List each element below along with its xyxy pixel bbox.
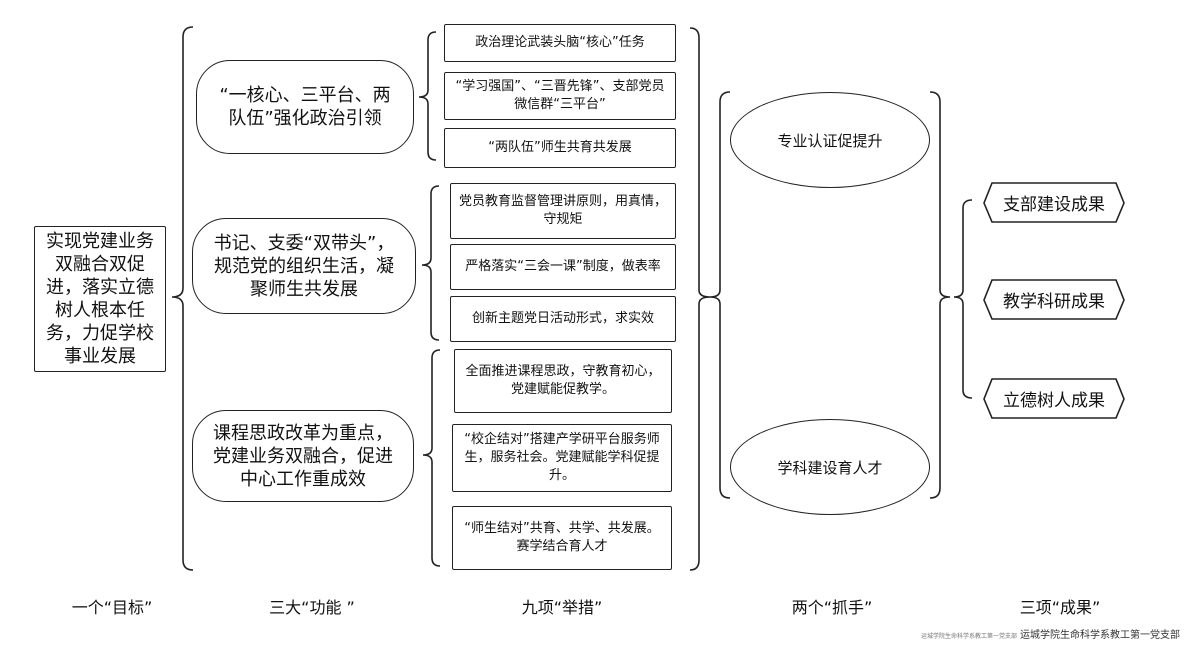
brace-results-left [953,199,973,399]
brace-grips-left [709,91,731,499]
result-shape-2 [983,279,1125,320]
result-text-3: 立德树人成果 [1003,391,1105,411]
footer-small-text: 运城学院生命科学系教工第一党支部 [920,633,1017,640]
result-shape-3 [983,378,1125,419]
column-header-measures: 九项“举措” [521,598,603,617]
column-header-results: 三项“成果” [1019,598,1101,617]
function-text-3: 课程思政改革为重点，党建业务双融合，促进中心工作重成效 [213,422,393,490]
brace-goal-to-functions [171,26,194,571]
function-box-1: “一核心、三平台、两队伍”强化政治引领 [196,60,414,154]
grip-text-2: 学科建设育人才 [777,458,883,477]
measure-text-9: “师生结对”共育、共学、共发展。赛学结合育人才 [464,521,660,554]
column-header-goal: 一个“目标” [71,598,153,617]
measure-text-2: “学习强国”、“三晋先锋”、支部党员微信群“三平台” [455,79,665,112]
measure-box-3: “两队伍”师生共育共发展 [444,128,676,168]
measure-text-5: 严格落实“三会一课”制度，做表率 [465,259,661,274]
function-box-2: 书记、支委“双带头”，规范党的组织生活，凝聚师生共发展 [192,218,416,314]
goal-text: 实现党建业务双融合双促进，落实立德树人根本任务，力促学校事业发展 [46,231,154,367]
measure-box-2: “学习强国”、“三晋先锋”、支部党员微信群“三平台” [444,72,676,120]
measure-box-4: 党员教育监督管理讲原则，用真情，守规矩 [450,183,676,239]
column-header-grips: 两个“抓手” [791,598,873,617]
measure-box-1: 政治理论武装头脑“核心”任务 [444,24,676,62]
result-label-1: 支部建设成果 [986,183,1122,222]
measure-text-8: “校企结对”搭建产学研平台服务师生，服务社会。党建赋能学科促提升。 [464,432,660,483]
measure-box-5: 严格落实“三会一课”制度，做表率 [450,244,676,290]
measure-box-6: 创新主题党日活动形式，求实效 [450,296,676,342]
result-label-2: 教学科研成果 [986,280,1122,319]
function-text-1: “一核心、三平台、两队伍”强化政治引领 [219,85,391,129]
result-shape-1 [983,182,1125,223]
goal-box: 实现党建业务双融合双促进，落实立德树人根本任务，力促学校事业发展 [34,226,166,372]
function-text-2: 书记、支委“双带头”，规范党的组织生活，凝聚师生共发展 [213,232,395,300]
function-box-3: 课程思政改革为重点，党建业务双融合，促进中心工作重成效 [192,410,414,502]
footer-signature: 运城学院生命科学系教工第一党支部运城学院生命科学系教工第一党支部 [921,626,1180,641]
grip-oval-1: 专业认证促提升 [730,92,930,188]
measure-text-4: 党员教育监督管理讲原则，用真情，守规矩 [459,194,668,227]
measure-box-9: “师生结对”共育、共学、共发展。赛学结合育人才 [452,506,672,570]
measure-box-7: 全面推进课程思政，守教育初心，党建赋能促教学。 [454,349,672,413]
brace-grips-to-results [929,91,951,499]
brace-function-2 [421,185,440,341]
measure-text-1: 政治理论武装头脑“核心”任务 [475,35,645,50]
measure-text-7: 全面推进课程思政，守教育初心，党建赋能促教学。 [465,364,661,397]
measure-box-8: “校企结对”搭建产学研平台服务师生，服务社会。党建赋能学科促提升。 [452,424,672,492]
result-text-2: 教学科研成果 [1003,292,1105,312]
measure-text-6: 创新主题党日活动形式，求实效 [471,311,654,326]
grip-oval-2: 学科建设育人才 [730,419,930,515]
footer-text: 运城学院生命科学系教工第一党支部 [1020,630,1180,641]
result-label-3: 立德树人成果 [986,379,1122,418]
grip-text-1: 专业认证促提升 [777,131,883,150]
measure-text-3: “两队伍”师生共育共发展 [488,140,632,155]
result-text-1: 支部建设成果 [1003,195,1105,215]
column-header-functions: 三大“功能 ” [269,598,355,617]
brace-function-3 [422,349,441,567]
brace-function-1 [418,31,437,161]
